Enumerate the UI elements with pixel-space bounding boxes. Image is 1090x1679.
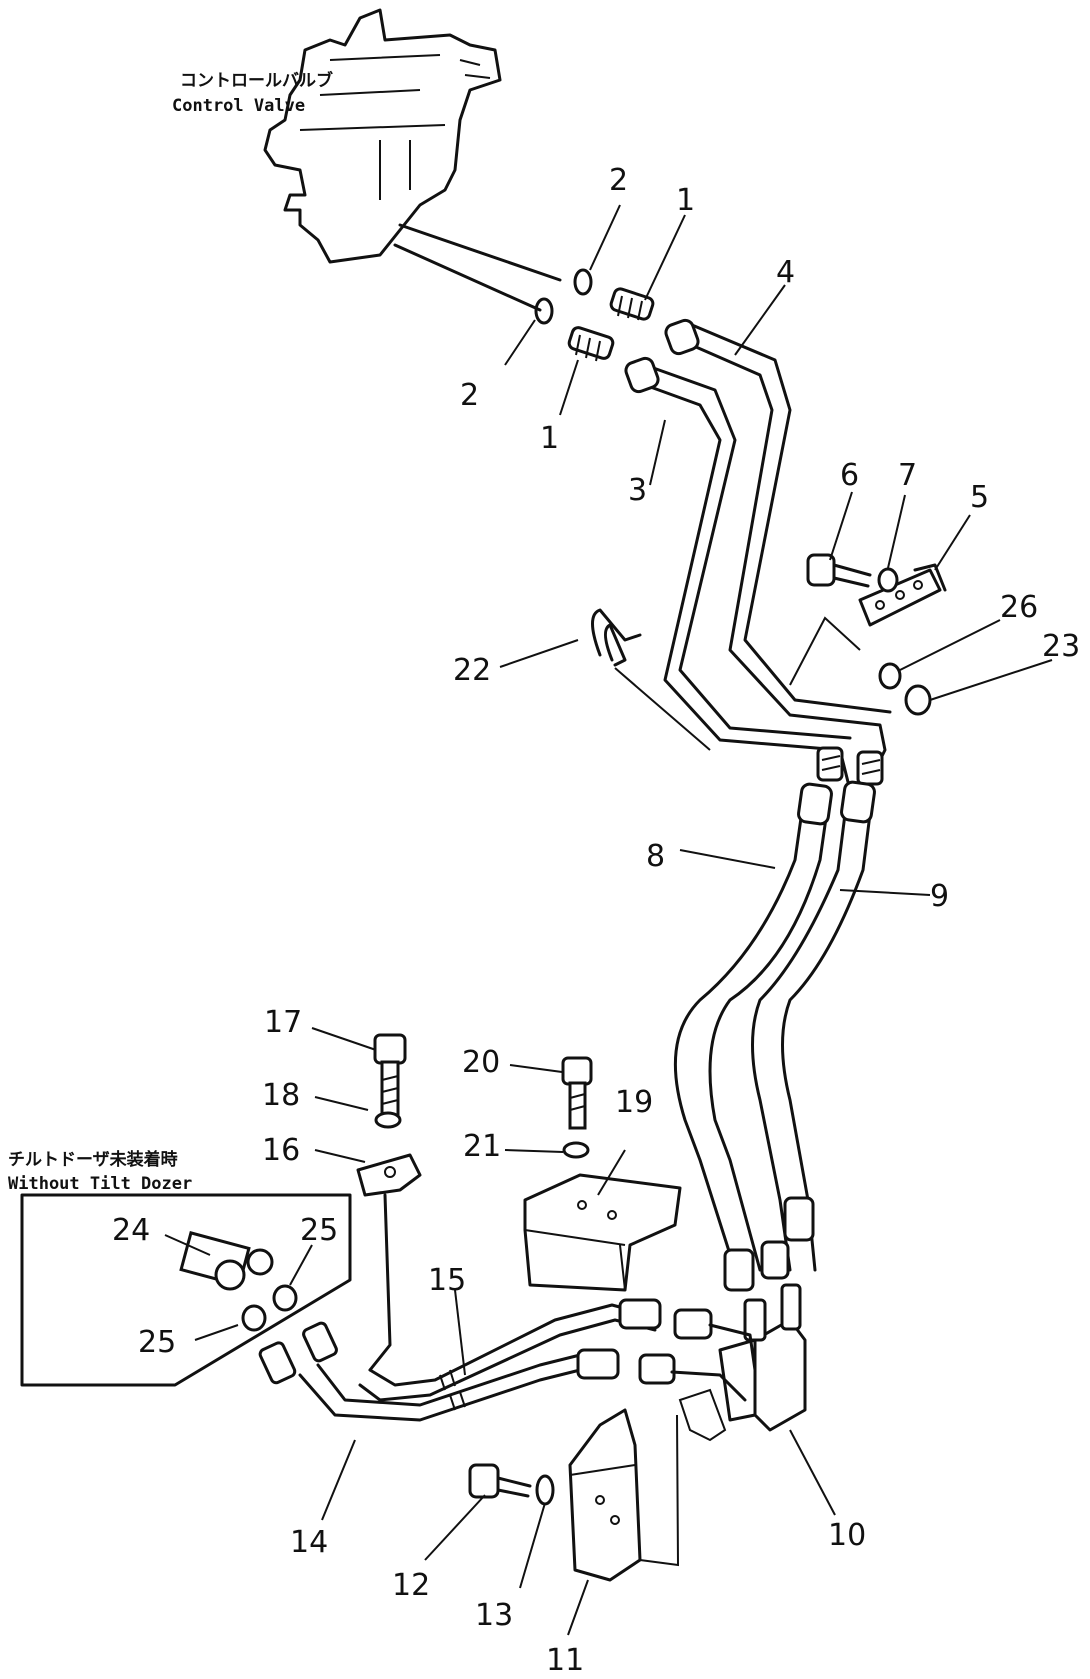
bracket-11 [568, 1408, 680, 1582]
clamp-16 [356, 1153, 422, 1372]
valve-port-line-upper [398, 223, 562, 282]
callout-label: 16 [262, 1133, 300, 1168]
callout-label: 3 [628, 473, 647, 508]
callout-label: 4 [776, 255, 795, 290]
callout-label: 15 [428, 1263, 466, 1298]
clamp-plate [858, 563, 947, 627]
callout-label: 26 [1000, 590, 1038, 625]
hose-9 [751, 780, 876, 1272]
bolt-20 [561, 1056, 593, 1130]
leader-lines [164, 204, 1053, 1636]
bolt-17 [373, 1033, 407, 1122]
o-ring-lower [534, 297, 554, 325]
cover-19 [523, 1173, 682, 1292]
valve-block [678, 1283, 807, 1442]
callout-label: 2 [609, 163, 628, 198]
washer-7 [877, 567, 899, 593]
connector-upper [609, 287, 655, 321]
callout-label: 24 [112, 1213, 150, 1248]
tube-14 [298, 1353, 582, 1422]
caption-without-tilt-en: Without Tilt Dozer [8, 1174, 192, 1194]
callout-label: 13 [475, 1598, 513, 1633]
callout-label: 1 [540, 421, 559, 456]
washer-18 [374, 1111, 402, 1129]
callout-label: 2 [460, 378, 479, 413]
callout-label: 19 [615, 1085, 653, 1120]
callout-label: 25 [138, 1325, 176, 1360]
washer-13 [535, 1474, 555, 1506]
tube-4 [664, 318, 892, 782]
callout-label: 20 [462, 1045, 500, 1080]
callout-label: 22 [453, 653, 491, 688]
callout-label: 12 [392, 1568, 430, 1603]
bolt-6 [806, 553, 872, 588]
hose-8 [673, 782, 833, 1272]
valve-port-line-lower [393, 243, 542, 312]
without-tilt-option-box [20, 1193, 352, 1387]
callout-label: 14 [290, 1525, 328, 1560]
u-bolt [591, 608, 711, 751]
callout-label: 9 [930, 879, 949, 914]
nut-23 [904, 684, 932, 716]
tube-fittings [258, 1298, 757, 1402]
tube-junction [816, 746, 884, 786]
callout-label: 8 [646, 839, 665, 874]
callout-label: 1 [676, 183, 695, 218]
callout-label: 11 [546, 1643, 584, 1678]
callout-label: 25 [300, 1213, 338, 1248]
caption-control-valve-jp: コントロールバルブ [180, 70, 333, 91]
washer-21 [562, 1141, 590, 1159]
callout-label: 21 [463, 1129, 501, 1164]
callout-label: 23 [1042, 629, 1080, 664]
caption-control-valve-en: Control Valve [172, 96, 305, 116]
callout-label: 18 [262, 1078, 300, 1113]
caption-without-tilt-jp: チルトドーザ未装着時 [8, 1149, 178, 1170]
callout-label: 7 [898, 458, 917, 493]
o-ring-upper [573, 268, 593, 296]
callout-label: 6 [840, 458, 859, 493]
callout-label: 17 [264, 1005, 302, 1040]
hose-ends-lower [723, 1196, 815, 1292]
callout-label: 5 [970, 480, 989, 515]
control-valve [263, 8, 502, 264]
washer-26 [878, 662, 902, 690]
bolt-12 [468, 1463, 532, 1499]
connector-lower [567, 326, 615, 362]
clamp-guide-lines [789, 616, 861, 686]
callout-label: 10 [828, 1518, 866, 1553]
